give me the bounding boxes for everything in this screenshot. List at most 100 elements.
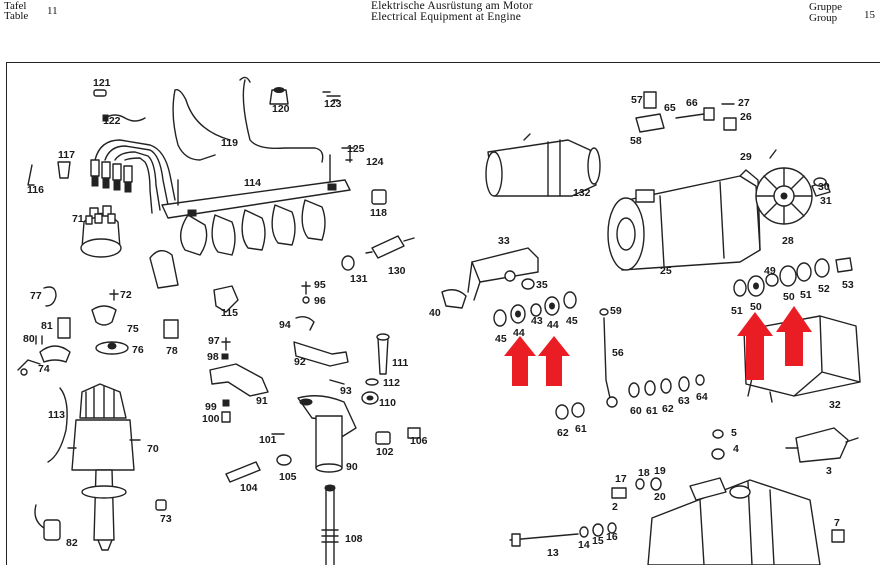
callout-73: 73 — [160, 513, 172, 525]
rod-56-drawing — [599, 308, 618, 408]
callout-44a: 44 — [513, 327, 525, 339]
callout-56: 56 — [612, 347, 624, 359]
red-arrow-icon — [737, 312, 773, 380]
callout-66: 66 — [686, 97, 698, 109]
callout-30: 30 — [818, 181, 830, 193]
small-parts-right-harness-drawing — [341, 147, 415, 271]
small-parts-top-drawing — [93, 87, 341, 122]
callout-117: 117 — [58, 149, 75, 161]
callout-131: 131 — [350, 273, 368, 285]
callout-51b: 51 — [731, 305, 743, 317]
gruppe-label-de: Gruppe — [809, 1, 842, 13]
callout-59: 59 — [610, 305, 622, 317]
callout-64: 64 — [696, 391, 708, 403]
callout-62a: 62 — [662, 403, 674, 415]
callout-95: 95 — [314, 279, 326, 291]
callout-7: 7 — [834, 517, 840, 529]
wire-113-drawing — [47, 387, 68, 463]
callout-58: 58 — [630, 135, 642, 147]
table-label-en: Table — [4, 10, 29, 22]
callout-60: 60 — [630, 405, 642, 417]
callout-91: 91 — [256, 395, 268, 407]
generator-25-drawing — [607, 169, 761, 271]
callout-106: 106 — [410, 435, 428, 447]
callout-45a: 45 — [495, 333, 507, 345]
callout-49: 49 — [764, 265, 776, 277]
plug-harness-drawing — [149, 154, 351, 289]
callout-45b: 45 — [566, 315, 578, 327]
callout-96: 96 — [314, 295, 326, 307]
callout-100: 100 — [202, 413, 220, 425]
callout-71: 71 — [72, 213, 84, 225]
red-arrow-icon — [538, 336, 570, 386]
highlight-arrows — [504, 306, 812, 386]
callout-32: 32 — [829, 399, 841, 411]
callout-18: 18 — [638, 467, 650, 479]
table-number: 11 — [47, 5, 58, 17]
callout-61b: 61 — [575, 423, 587, 435]
red-arrow-icon — [776, 306, 812, 366]
callout-28: 28 — [782, 235, 794, 247]
callout-33: 33 — [498, 235, 510, 247]
callout-80: 80 — [23, 333, 35, 345]
callout-108: 108 — [345, 533, 363, 545]
distributor-cap-drawing — [80, 205, 122, 258]
small-parts-82-73-drawing — [34, 499, 167, 541]
callout-113: 113 — [48, 409, 65, 421]
callout-19: 19 — [654, 465, 666, 477]
callout-14: 14 — [578, 539, 590, 551]
callout-74: 74 — [38, 363, 50, 375]
callout-3: 3 — [826, 465, 832, 477]
callout-98: 98 — [207, 351, 219, 363]
callout-16: 16 — [606, 531, 618, 543]
lower-right-small-parts-drawing — [509, 427, 859, 547]
ignition-leads-drawing — [90, 139, 176, 214]
callout-101: 101 — [259, 434, 277, 446]
callout-77: 77 — [30, 290, 42, 302]
title-english: Electrical Equipment at Engine — [371, 11, 522, 23]
callout-125: 125 — [347, 143, 365, 155]
callout-2: 2 — [612, 501, 618, 513]
coil-132-drawing — [485, 133, 601, 197]
callout-132: 132 — [573, 187, 591, 199]
callout-97: 97 — [208, 335, 220, 347]
callout-120: 120 — [272, 103, 290, 115]
callout-119: 119 — [221, 137, 238, 149]
callout-20: 20 — [654, 491, 666, 503]
washers-43-45-drawing — [493, 291, 577, 327]
callout-25: 25 — [660, 265, 672, 277]
drive-housing-drawing — [297, 395, 357, 565]
wire-119-drawing — [172, 76, 324, 163]
callout-4: 4 — [733, 443, 739, 455]
distributor-small-parts-drawing — [17, 286, 179, 376]
callout-93: 93 — [340, 385, 352, 397]
callout-82: 82 — [66, 537, 78, 549]
callout-61a: 61 — [646, 405, 658, 417]
distributor-body-drawing — [67, 383, 141, 551]
starter-motor-drawing — [647, 477, 821, 565]
group-label-en: Group — [809, 12, 838, 24]
callout-92: 92 — [294, 356, 306, 368]
title-german: Elektrische Ausrüstung am Motor — [371, 0, 533, 12]
callout-72: 72 — [120, 289, 132, 301]
callout-122: 122 — [103, 115, 121, 127]
callout-111: 111 — [392, 357, 409, 369]
group-number: 15 — [864, 9, 875, 21]
callout-57: 57 — [631, 94, 643, 106]
washers-60-64-drawing — [555, 374, 705, 420]
fan-28-drawing — [755, 149, 831, 225]
callout-118: 118 — [370, 207, 387, 219]
red-arrow-icon — [504, 336, 536, 386]
callout-51a: 51 — [800, 289, 812, 301]
center-small-parts-drawing — [209, 281, 349, 423]
callout-90: 90 — [346, 461, 358, 473]
callout-112: 112 — [383, 377, 400, 389]
lower-center-small-parts-drawing — [225, 427, 421, 483]
washers-49-53-drawing — [733, 257, 853, 297]
callout-115: 115 — [221, 307, 238, 319]
callout-78: 78 — [166, 345, 178, 357]
callout-130: 130 — [388, 265, 406, 277]
callout-numbers: 121 122 120 123 119 125 124 117 116 114 … — [23, 77, 854, 559]
callout-99: 99 — [205, 401, 217, 413]
